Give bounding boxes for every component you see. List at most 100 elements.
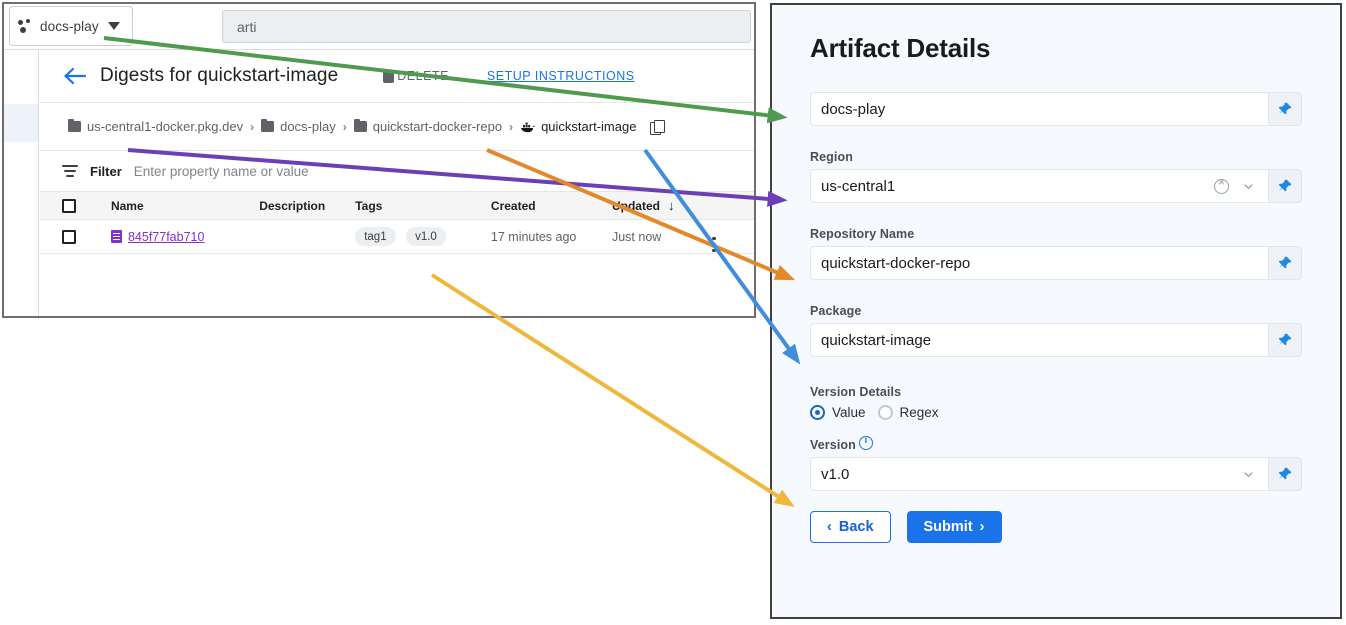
row-checkbox[interactable]	[62, 229, 76, 244]
breadcrumb-item-registry[interactable]: us-central1-docker.pkg.dev	[68, 118, 243, 134]
radio-value[interactable]: Value	[810, 405, 866, 420]
breadcrumb-label: docs-play	[280, 119, 336, 134]
copy-icon[interactable]	[650, 119, 666, 135]
chevron-left-icon: ‹	[827, 519, 832, 535]
pin-icon	[1277, 332, 1293, 348]
tag-badge: v1.0	[406, 227, 446, 246]
folder-icon	[68, 118, 81, 132]
delete-button[interactable]: DELETE	[383, 69, 449, 83]
panel-actions: ‹ Back Submit ›	[810, 511, 1302, 543]
version-value: v1.0	[821, 465, 850, 483]
breadcrumb-label: quickstart-image	[541, 119, 637, 134]
project-name-label: docs-play	[40, 18, 99, 34]
breadcrumb-item-package[interactable]: quickstart-image	[520, 119, 636, 134]
column-header-updated[interactable]: Updated ↓	[611, 192, 713, 220]
column-header-created[interactable]: Created	[490, 192, 612, 220]
panel-title: Artifact Details	[810, 33, 991, 63]
version-input[interactable]: v1.0	[810, 457, 1268, 491]
back-button-label: Back	[838, 519, 874, 535]
repository-name-value: quickstart-docker-repo	[821, 254, 971, 272]
submit-button-label: Submit	[923, 519, 973, 535]
info-icon[interactable]	[858, 435, 873, 450]
digest-doc-icon	[110, 230, 122, 243]
version-field-row: v1.0	[810, 457, 1302, 491]
filter-input[interactable]: Enter property name or value	[133, 163, 309, 179]
repository-name-field-row: quickstart-docker-repo	[810, 246, 1302, 280]
column-header-name[interactable]: Name	[110, 192, 260, 220]
repository-name-label: Repository Name	[810, 227, 915, 241]
digests-table: Name Description Tags Created Updated ↓	[40, 192, 754, 254]
breadcrumb-separator: ›	[342, 119, 347, 134]
radio-value-label: Value	[832, 405, 866, 420]
project-field-row: docs-play	[810, 92, 1302, 126]
region-field-row: us-central1	[810, 169, 1302, 203]
project-dots-icon	[18, 18, 33, 34]
project-selector[interactable]: docs-play	[9, 6, 133, 46]
version-details-label: Version Details	[810, 385, 902, 399]
breadcrumb-separator: ›	[250, 119, 255, 134]
left-nav-rail	[4, 50, 39, 316]
region-input[interactable]: us-central1	[810, 169, 1268, 203]
breadcrumb-item-project[interactable]: docs-play	[261, 118, 336, 134]
breadcrumb-label: quickstart-docker-repo	[372, 119, 503, 134]
digest-link[interactable]: 845f77fab710	[127, 229, 205, 244]
folder-icon	[353, 118, 367, 132]
page-content: Digests for quickstart-image DELETE SETU…	[40, 50, 754, 316]
radio-regex-label: Regex	[899, 405, 939, 420]
version-details-radio-group: Value Regex	[810, 405, 1302, 420]
page-title: Digests for quickstart-image	[100, 65, 339, 86]
search-input[interactable]: arti	[222, 10, 751, 43]
back-arrow-icon[interactable]	[62, 64, 88, 88]
version-label-text: Version	[810, 438, 856, 452]
row-updated-cell: Just now	[611, 219, 713, 254]
page-header: Digests for quickstart-image DELETE SETU…	[40, 50, 754, 103]
region-value: us-central1	[821, 177, 896, 195]
rail-active-indicator	[4, 104, 38, 142]
column-header-menu	[712, 192, 754, 220]
trash-icon	[383, 69, 395, 83]
pin-button-region[interactable]	[1268, 169, 1302, 203]
submit-button[interactable]: Submit ›	[906, 511, 1002, 543]
project-input[interactable]: docs-play	[810, 92, 1268, 126]
gcp-top-bar: docs-play arti	[4, 4, 754, 50]
artifact-registry-window: docs-play arti Digests for quickstart-im…	[2, 2, 756, 318]
radio-regex[interactable]: Regex	[877, 405, 939, 420]
pin-icon	[1277, 101, 1293, 117]
arrow-down-icon: ↓	[667, 198, 675, 213]
row-description-cell	[259, 219, 356, 254]
region-label: Region	[810, 150, 853, 164]
select-all-checkbox[interactable]	[62, 198, 76, 213]
chevron-down-icon	[107, 22, 120, 30]
row-name-cell: 845f77fab710	[110, 219, 260, 254]
chevron-down-icon[interactable]	[1243, 181, 1254, 192]
radio-regex-dot	[877, 405, 893, 420]
select-all-header	[40, 192, 111, 220]
folder-icon	[261, 118, 275, 132]
column-header-description[interactable]: Description	[259, 192, 356, 220]
pin-button-project[interactable]	[1268, 92, 1302, 126]
filter-bar: Filter Enter property name or value	[40, 151, 754, 192]
package-input[interactable]: quickstart-image	[810, 323, 1268, 357]
column-header-tags[interactable]: Tags	[355, 192, 491, 220]
pin-icon	[1277, 466, 1293, 482]
column-header-updated-label: Updated	[611, 198, 660, 213]
table-row[interactable]: 845f77fab710 tag1 v1.0 17 minutes ago Ju…	[40, 219, 754, 254]
repository-name-input[interactable]: quickstart-docker-repo	[810, 246, 1268, 280]
pin-button-repository-name[interactable]	[1268, 246, 1302, 280]
pin-button-version[interactable]	[1268, 457, 1302, 491]
setup-instructions-link[interactable]: SETUP INSTRUCTIONS	[486, 69, 635, 83]
artifact-details-panel: Artifact Details docs-play Region us-cen…	[770, 3, 1342, 619]
package-value: quickstart-image	[821, 331, 932, 349]
package-label: Package	[810, 304, 862, 318]
filter-icon[interactable]	[62, 165, 78, 177]
pin-button-package[interactable]	[1268, 323, 1302, 357]
row-menu-cell	[712, 219, 754, 254]
table-header-row: Name Description Tags Created Updated ↓	[40, 192, 754, 220]
breadcrumb-item-repository[interactable]: quickstart-docker-repo	[353, 118, 503, 134]
clear-circle-icon[interactable]	[1214, 175, 1229, 194]
package-field-row: quickstart-image	[810, 323, 1302, 357]
back-button[interactable]: ‹ Back	[810, 511, 891, 543]
page-header-actions: DELETE SETUP INSTRUCTIONS	[383, 69, 634, 83]
radio-value-dot	[810, 405, 825, 420]
chevron-down-icon[interactable]	[1243, 469, 1254, 480]
